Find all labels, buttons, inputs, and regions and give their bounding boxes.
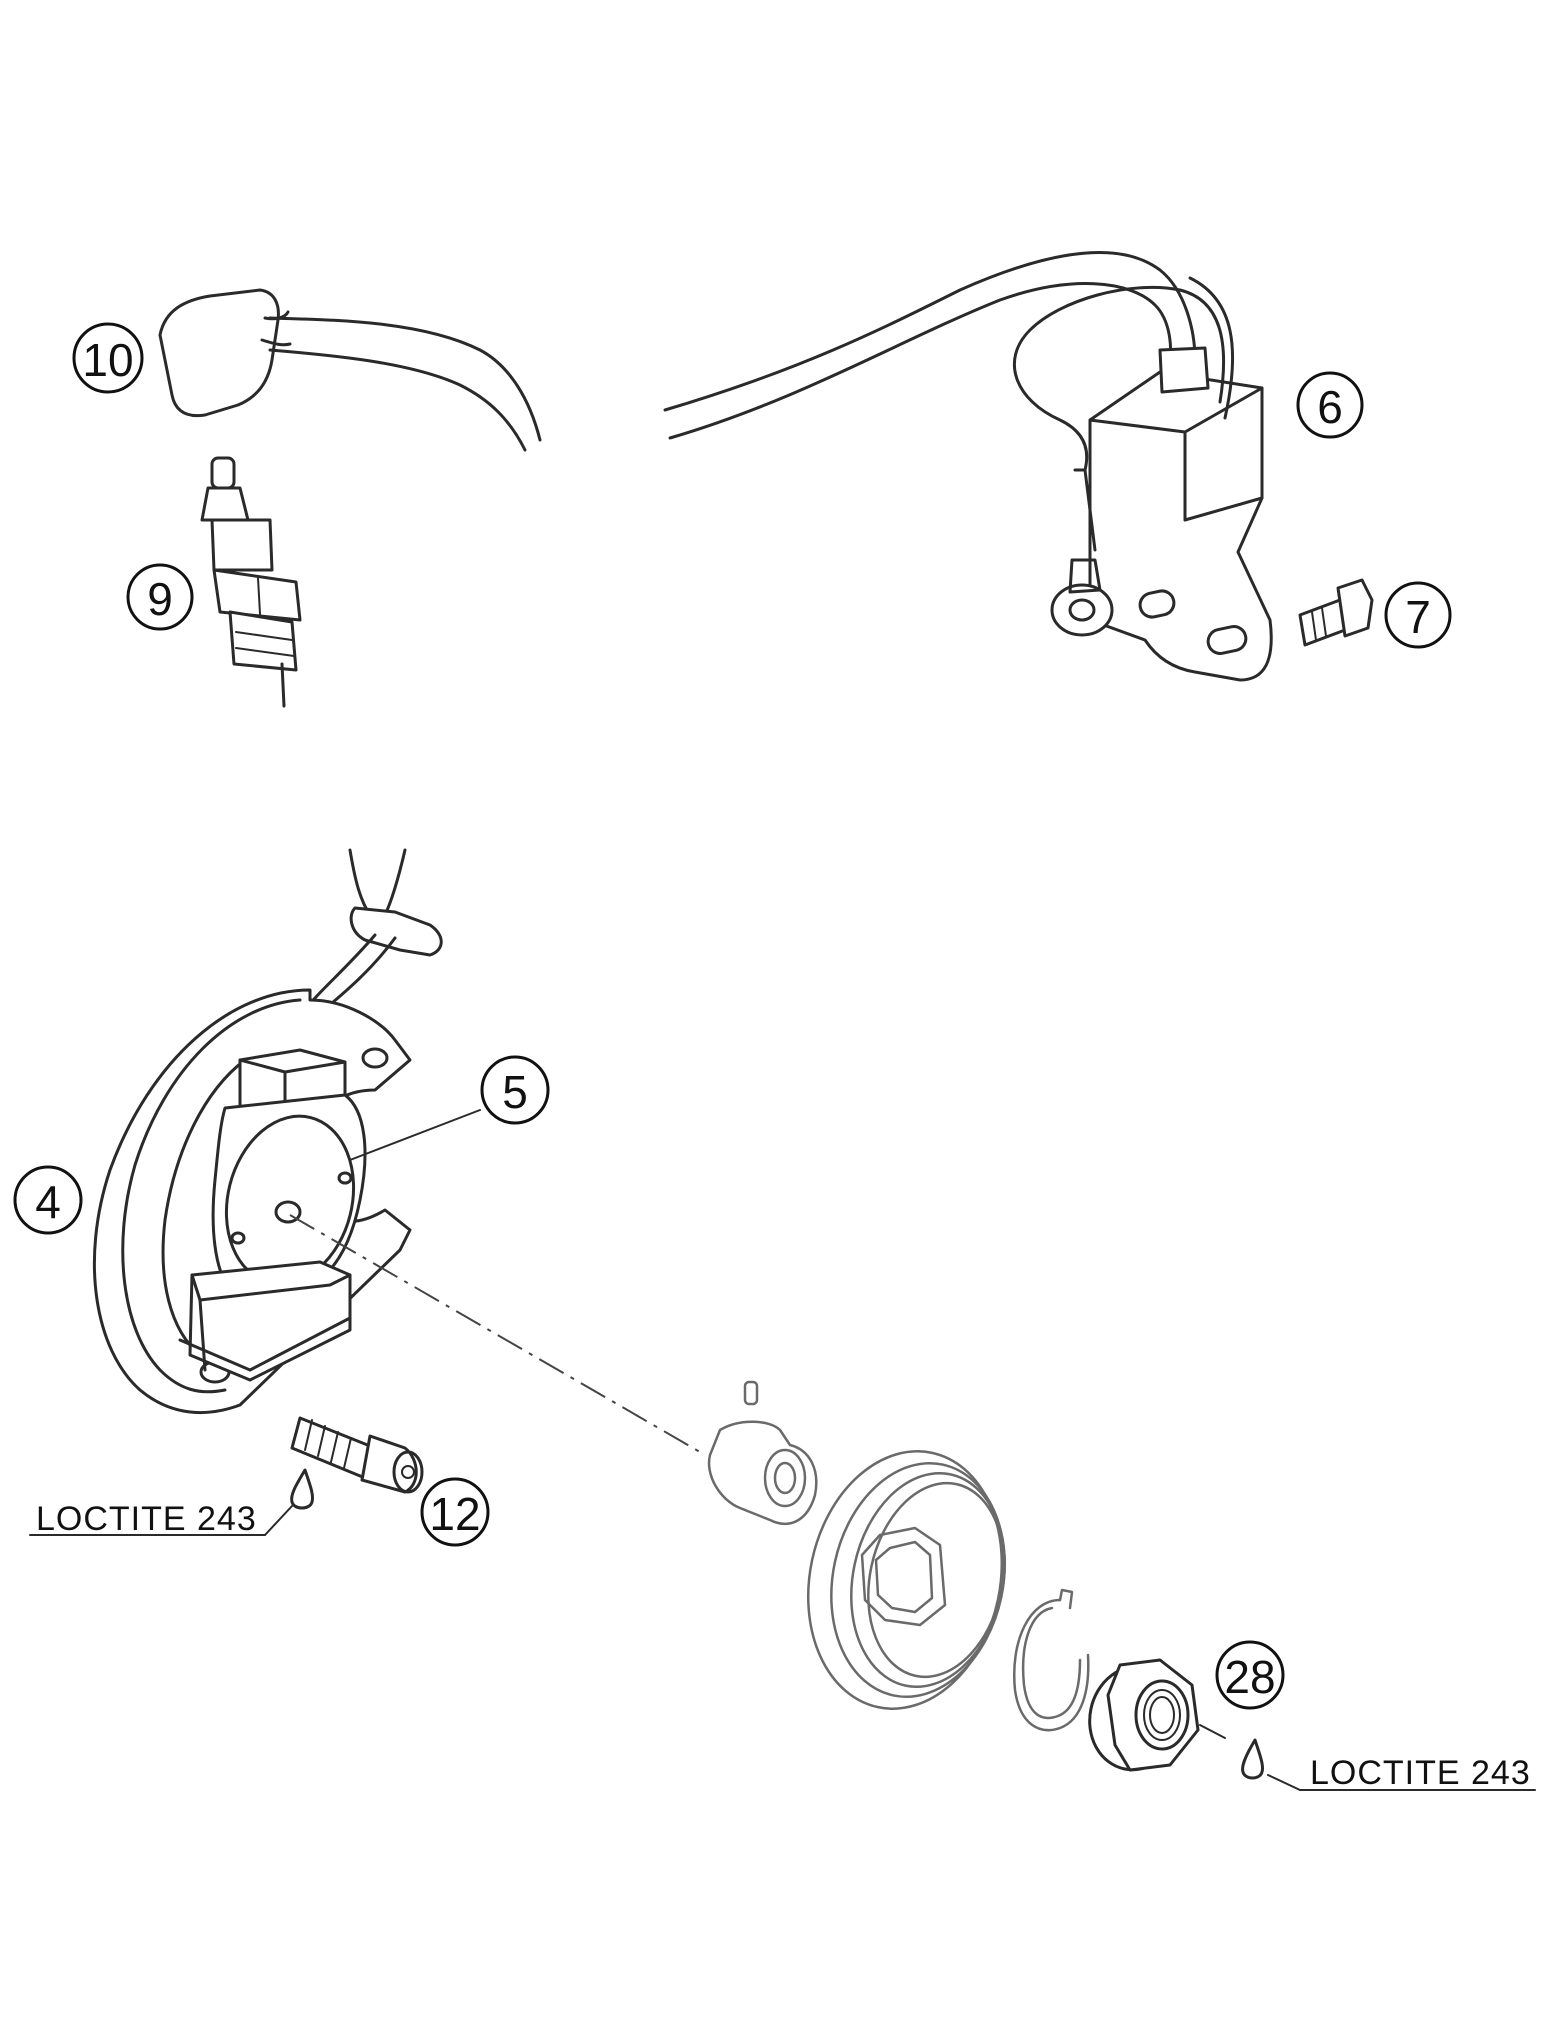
coil-mounting-bolt bbox=[1298, 578, 1374, 647]
callout-7-label: 7 bbox=[1405, 591, 1431, 643]
ignition-coil bbox=[1012, 276, 1273, 682]
loctite-note-left: LOCTITE 243 bbox=[36, 1500, 257, 1538]
callout-12-label: 12 bbox=[429, 1488, 480, 1540]
leader-lines bbox=[29, 1109, 1536, 1791]
callout-10-label: 10 bbox=[82, 334, 133, 386]
callout-6: 6 bbox=[1296, 371, 1364, 439]
callout-28: 28 bbox=[1215, 1640, 1285, 1710]
loctite-drop-right bbox=[1241, 1738, 1264, 1780]
woodruff-key bbox=[743, 1380, 759, 1406]
rotor-flywheel bbox=[806, 1450, 1006, 1710]
circlip bbox=[1013, 1588, 1090, 1732]
callout-12: 12 bbox=[420, 1477, 490, 1547]
loctite-note-right: LOCTITE 243 bbox=[1310, 1754, 1531, 1792]
stator-screw bbox=[290, 1416, 424, 1494]
loctite-drop-left bbox=[290, 1468, 314, 1510]
callout-10: 10 bbox=[72, 322, 144, 394]
rotor-nut bbox=[1088, 1658, 1200, 1772]
callout-9: 9 bbox=[126, 563, 194, 631]
stator-coil bbox=[178, 1048, 367, 1382]
callout-5: 5 bbox=[480, 1055, 550, 1125]
spark-plug-cap bbox=[158, 288, 292, 418]
callout-9-label: 9 bbox=[147, 573, 173, 625]
callout-6-label: 6 bbox=[1317, 381, 1343, 433]
callout-4: 4 bbox=[13, 1165, 83, 1235]
center-line bbox=[289, 1214, 701, 1453]
callout-7: 7 bbox=[1384, 581, 1452, 649]
spark-plug bbox=[200, 456, 302, 708]
callout-4-label: 4 bbox=[35, 1176, 61, 1228]
callout-5-label: 5 bbox=[502, 1066, 528, 1118]
callout-28-label: 28 bbox=[1224, 1651, 1275, 1703]
high-tension-lead bbox=[268, 251, 1197, 452]
shaft-bushing bbox=[707, 1420, 818, 1526]
